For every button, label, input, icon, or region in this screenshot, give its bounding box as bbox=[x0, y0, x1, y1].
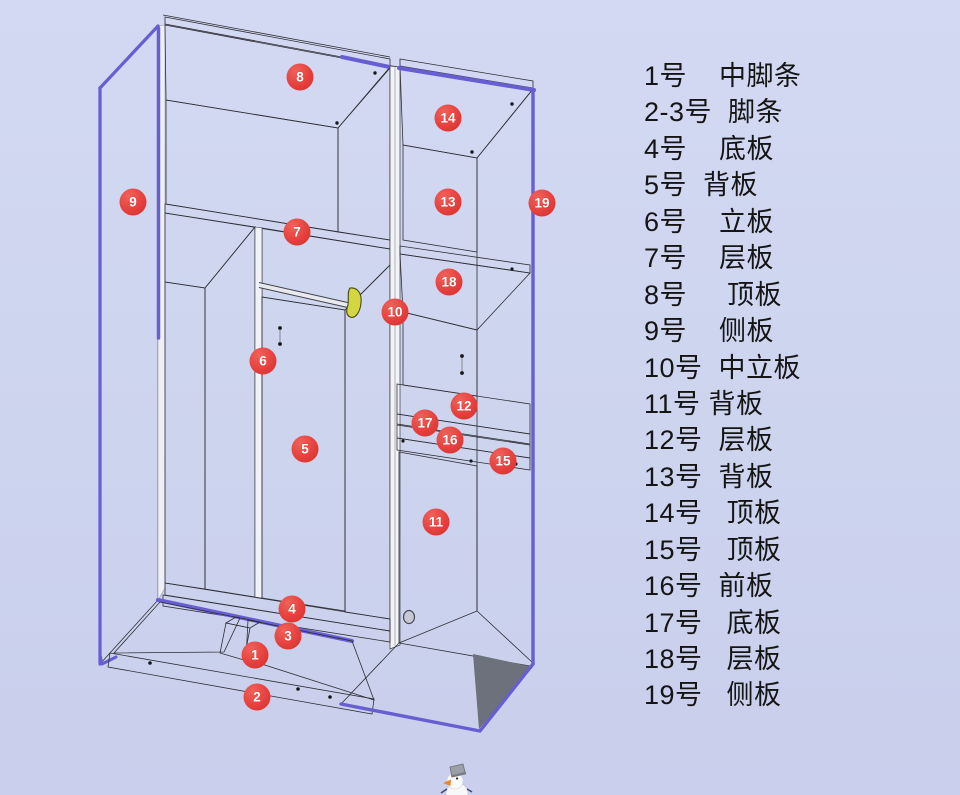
part-marker-19: 19 bbox=[528, 189, 556, 217]
right-column bbox=[339, 58, 536, 733]
bottom-panel-17 bbox=[396, 413, 531, 445]
top-panel-8 bbox=[162, 14, 401, 129]
legend-row-2-3: 2-3号 脚条 bbox=[644, 97, 784, 128]
legend-row-6: 6号 立板 bbox=[644, 206, 775, 237]
part-marker-12: 12 bbox=[450, 392, 478, 420]
part-marker-2: 2 bbox=[243, 683, 271, 711]
part-marker-8: 8 bbox=[286, 63, 314, 91]
legend-row-12: 12号 层板 bbox=[644, 425, 774, 456]
part-marker-18: 18 bbox=[435, 268, 463, 296]
legend-row-19: 19号 侧板 bbox=[644, 680, 782, 711]
legend-row-4: 4号 底板 bbox=[644, 133, 775, 164]
top-panel-15 bbox=[396, 437, 531, 471]
legend-row-17: 17号 底板 bbox=[644, 607, 782, 638]
legend-row-1: 1号 中脚条 bbox=[644, 61, 802, 91]
side-panel-9 bbox=[98, 24, 166, 666]
part-marker-3: 3 bbox=[274, 622, 302, 650]
center-partition-10 bbox=[389, 65, 401, 650]
part-marker-7: 7 bbox=[283, 218, 311, 246]
legend-row-14: 14号 顶板 bbox=[644, 498, 782, 529]
legend-row-16: 16号 前板 bbox=[644, 571, 774, 602]
back-panel-11 bbox=[398, 451, 478, 644]
legend-row-10: 10号 中立板 bbox=[644, 352, 802, 383]
parts-legend: 1号 中脚条 2-3号 脚条 4号 底板 5号 背板 6号 立板 7号 层板 8号 顶板 9号… bbox=[644, 58, 802, 714]
upper-back-panel bbox=[165, 66, 391, 241]
part-marker-11: 11 bbox=[422, 508, 450, 536]
shelf-7 bbox=[164, 203, 391, 250]
part-marker-16: 16 bbox=[436, 426, 464, 454]
part-marker-17: 17 bbox=[411, 409, 439, 437]
legend-row-5: 5号 背板 bbox=[644, 170, 759, 201]
legend-row-18: 18号 层板 bbox=[644, 644, 782, 674]
back-panel-13 bbox=[402, 144, 478, 253]
part-marker-10: 10 bbox=[381, 298, 409, 326]
snowman-mascot-icon bbox=[440, 763, 473, 795]
part-marker-6: 6 bbox=[249, 347, 277, 375]
legend-row-7: 7号 层板 bbox=[644, 243, 775, 274]
part-marker-13: 13 bbox=[434, 188, 462, 216]
part-marker-9: 9 bbox=[119, 188, 147, 216]
part-marker-14: 14 bbox=[434, 104, 462, 132]
part-marker-5: 5 bbox=[291, 435, 319, 463]
legend-row-9: 9号 侧板 bbox=[644, 316, 775, 347]
part-marker-15: 15 bbox=[489, 447, 517, 475]
drawer-unit bbox=[396, 383, 531, 471]
right-floor bbox=[340, 642, 533, 732]
legend-row-11: 11号 背板 bbox=[644, 388, 764, 419]
legend-row-8: 8号 顶板 bbox=[644, 279, 783, 310]
legend-row-15: 15号 顶板 bbox=[644, 534, 782, 565]
clothes-rail bbox=[258, 282, 362, 318]
side-panel-19-inner-face bbox=[476, 87, 534, 664]
rail-bracket-icon bbox=[346, 287, 362, 318]
part-marker-1: 1 bbox=[241, 641, 269, 669]
part-marker-4: 4 bbox=[278, 595, 306, 623]
legend-row-13: 13号 背板 bbox=[644, 461, 774, 492]
divider-6-and-back-panel-5 bbox=[164, 212, 391, 620]
